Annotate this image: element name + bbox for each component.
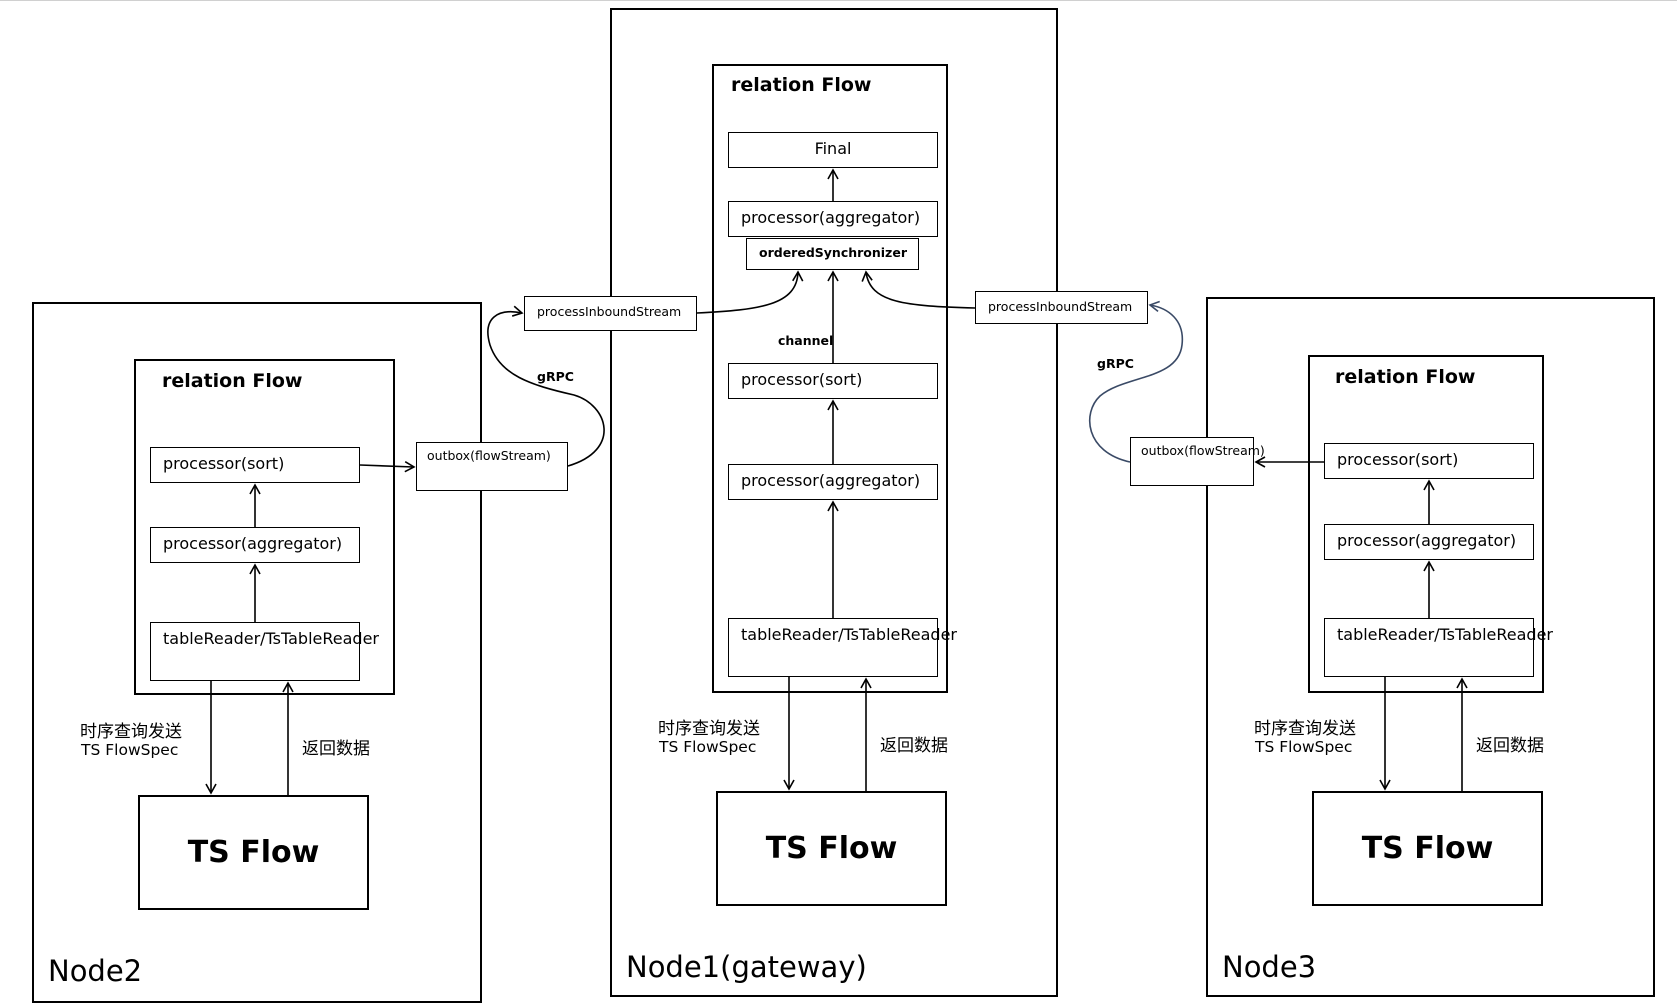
node1-send-label: 时序查询发送	[658, 719, 760, 739]
grpc-left-curve	[487, 305, 605, 467]
node2-ts-flow: TS Flow	[138, 795, 369, 910]
node1-ts-flow: TS Flow	[716, 791, 947, 906]
grpc-left-label: gRPC	[537, 369, 574, 384]
node1-flow-title: relation Flow	[731, 74, 872, 96]
node3-flowspec-label: TS FlowSpec	[1255, 738, 1353, 756]
node2-flow-title: relation Flow	[162, 370, 303, 392]
node1-inbound-left-to-sync-arrow	[696, 270, 804, 314]
node1-inbound-right: processInboundStream	[975, 291, 1148, 324]
node1-ordered-synchronizer: orderedSynchronizer	[746, 238, 919, 270]
node2-flowspec-label: TS FlowSpec	[81, 741, 179, 759]
node1-return-label: 返回数据	[880, 736, 948, 756]
node3-label: Node3	[1222, 950, 1317, 984]
node1-flowspec-label: TS FlowSpec	[659, 738, 757, 756]
node2-table-reader: tableReader/TsTableReader	[150, 622, 379, 681]
node1-inbound-left: processInboundStream	[524, 296, 697, 331]
node3-send-label: 时序查询发送	[1254, 719, 1356, 739]
node1-inbound-right-to-sync-arrow	[861, 270, 976, 309]
node1-processor-aggregator: processor(aggregator)	[728, 464, 938, 500]
node2-sort-to-outbox-arrow	[359, 460, 416, 473]
node3-outbox: outbox(flowStream)	[1130, 437, 1265, 486]
node1-final: Final	[728, 132, 938, 168]
node2-send-label: 时序查询发送	[80, 722, 182, 742]
node2-processor-aggregator: processor(aggregator)	[150, 527, 360, 563]
node2-outbox: outbox(flowStream)	[416, 442, 568, 491]
node1-processor-sort: processor(sort)	[728, 363, 938, 399]
node3-flow-title: relation Flow	[1335, 366, 1476, 388]
top-border	[0, 0, 1677, 1]
grpc-right-label: gRPC	[1097, 356, 1134, 371]
node3-processor-aggregator: processor(aggregator)	[1324, 524, 1534, 560]
node3-table-reader: tableReader/TsTableReader	[1324, 618, 1553, 677]
node3-processor-sort: processor(sort)	[1324, 443, 1534, 479]
node1-channel-label: channel	[778, 333, 834, 348]
grpc-right-curve	[1088, 300, 1184, 463]
node2-label: Node2	[48, 954, 143, 988]
node2-return-label: 返回数据	[302, 739, 370, 759]
node3-ts-flow: TS Flow	[1312, 791, 1543, 906]
node1-label: Node1(gateway)	[626, 950, 867, 984]
node1-processor-aggregator-top: processor(aggregator)	[728, 201, 938, 237]
node2-processor-sort: processor(sort)	[150, 447, 360, 483]
node1-table-reader: tableReader/TsTableReader	[728, 618, 957, 677]
node3-return-label: 返回数据	[1476, 736, 1544, 756]
